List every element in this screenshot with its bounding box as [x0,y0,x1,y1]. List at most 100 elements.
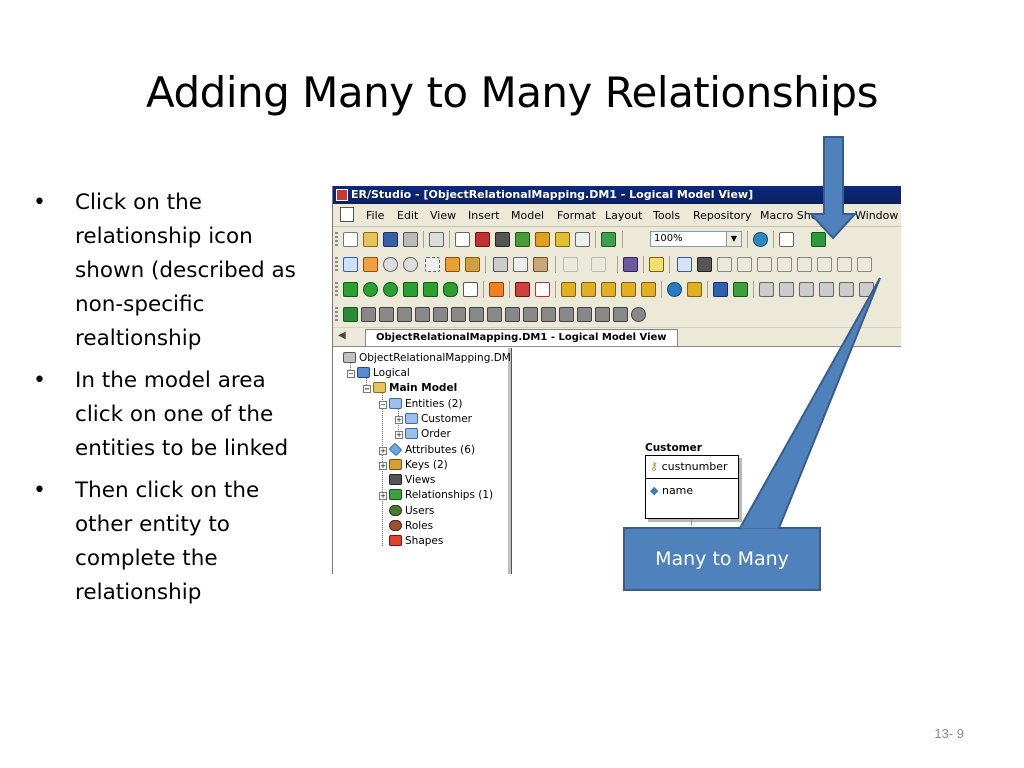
sql-icon[interactable] [495,232,510,247]
toolbar-grip[interactable] [335,232,338,246]
expand-icon[interactable]: + [395,416,403,424]
expand-icon[interactable]: + [395,431,403,439]
tree-item-keys[interactable]: +Keys (2) [379,459,448,471]
undo-icon[interactable] [563,257,578,272]
report-icon[interactable] [575,232,590,247]
expand-icon[interactable]: + [379,447,387,455]
entity-tool-icon[interactable] [677,257,692,272]
subtype-icon[interactable] [717,257,732,272]
align-middle-icon[interactable] [859,282,874,297]
toolbar-grip[interactable] [335,282,338,296]
index-icon[interactable] [487,307,502,322]
menu-tools[interactable]: Tools [653,209,681,222]
group-tool-icon[interactable] [581,282,596,297]
zoom-in-icon[interactable] [383,257,398,272]
expand-icon[interactable]: + [379,492,387,500]
octagon-shape-icon[interactable] [443,282,458,297]
text-tool-icon[interactable] [535,282,550,297]
menu-view[interactable]: View [430,209,457,222]
toolbar-grip[interactable] [335,307,338,321]
cut-icon[interactable] [493,257,508,272]
collapse-icon[interactable]: − [347,370,355,378]
relationship-non-specific-icon[interactable] [817,257,832,272]
menu-file[interactable]: File [366,209,385,222]
relationship-non-identifying-icon[interactable] [757,257,772,272]
copy-icon[interactable] [513,257,528,272]
domain-icon[interactable] [595,307,610,322]
menu-edit[interactable]: Edit [397,209,419,222]
align-left-icon[interactable] [759,282,774,297]
align-bottom-icon[interactable] [819,282,834,297]
entity-key-row[interactable]: ⚷ custnumber [650,460,728,473]
new-icon[interactable] [343,232,358,247]
align-tool-icon[interactable] [561,282,576,297]
zoom-out-icon[interactable] [403,257,418,272]
hierarchy-icon[interactable] [641,282,656,297]
tab-logical-model-view[interactable]: ObjectRelationalMapping.DM1 - Logical Mo… [365,329,678,346]
menu-model[interactable]: Model [511,209,545,222]
user-icon[interactable] [523,307,538,322]
script-icon[interactable] [613,307,628,322]
generate-icon[interactable] [515,232,530,247]
format-painter-icon[interactable] [623,257,638,272]
tree-item-roles[interactable]: Roles [389,520,433,532]
menu-insert[interactable]: Insert [468,209,500,222]
menu-repository[interactable]: Repository [693,209,752,222]
tablespace-icon[interactable] [505,307,520,322]
tree-item-logical[interactable]: −Logical [347,367,410,379]
chevron-down-icon[interactable]: ▼ [726,232,741,246]
function-icon[interactable] [415,307,430,322]
refresh-icon[interactable] [713,282,728,297]
collapse-icon[interactable]: − [363,385,371,393]
tree-layout-icon[interactable] [621,282,636,297]
preview-icon[interactable] [455,232,470,247]
arrow-shape-icon[interactable] [489,282,504,297]
globe-icon[interactable] [753,232,768,247]
tree-item-relationships[interactable]: +Relationships (1) [379,489,493,501]
move-icon[interactable] [465,257,480,272]
chevron-left-icon[interactable]: ◀ [338,330,346,341]
settings-icon[interactable] [733,282,748,297]
page-shape-icon[interactable] [463,282,478,297]
menu-layout[interactable]: Layout [605,209,643,222]
tree-item-shapes[interactable]: Shapes [389,535,443,547]
database-icon[interactable] [343,307,358,322]
tree-item-customer[interactable]: +Customer [395,413,472,425]
align-center-icon[interactable] [839,282,854,297]
tree-item-root[interactable]: ObjectRelationalMapping.DM1 [343,352,518,364]
view-relationship-icon[interactable] [857,257,872,272]
paste-icon[interactable] [533,257,548,272]
relationship-one-to-one-icon[interactable] [797,257,812,272]
relationship-non-specific-icon[interactable] [837,257,852,272]
synonym-icon[interactable] [451,307,466,322]
tree-item-entities[interactable]: −Entities (2) [379,398,463,410]
tree-item-attributes[interactable]: +Attributes (6) [379,442,475,457]
validate-icon[interactable] [475,232,490,247]
tree-item-users[interactable]: Users [389,505,434,517]
view-tool-icon[interactable] [697,257,712,272]
hand-icon[interactable] [363,257,378,272]
hexagon-shape-icon[interactable] [423,282,438,297]
entity-customer[interactable]: ⚷ custnumber ◆ name [645,455,739,519]
toolbar-grip[interactable] [335,257,338,271]
relationship-identifying-icon[interactable] [737,257,752,272]
sequence-icon[interactable] [469,307,484,322]
circle-shape-icon[interactable] [383,282,398,297]
transform-icon[interactable] [687,282,702,297]
procedure-icon[interactable] [379,307,394,322]
layout-tool-icon[interactable] [601,282,616,297]
tree-item-order[interactable]: +Order [395,428,451,440]
role-icon[interactable] [541,307,556,322]
pan-icon[interactable] [445,257,460,272]
align-top-icon[interactable] [779,282,794,297]
compare-icon[interactable] [535,232,550,247]
trigger-icon[interactable] [397,307,412,322]
select-pointer-icon[interactable] [343,257,358,272]
redo-icon[interactable] [591,257,606,272]
pentagon-shape-icon[interactable] [403,282,418,297]
rule-icon[interactable] [577,307,592,322]
table-shape-icon[interactable] [515,282,530,297]
object-icon[interactable] [361,307,376,322]
wizard-icon[interactable] [429,232,444,247]
expand-icon[interactable]: + [379,462,387,470]
